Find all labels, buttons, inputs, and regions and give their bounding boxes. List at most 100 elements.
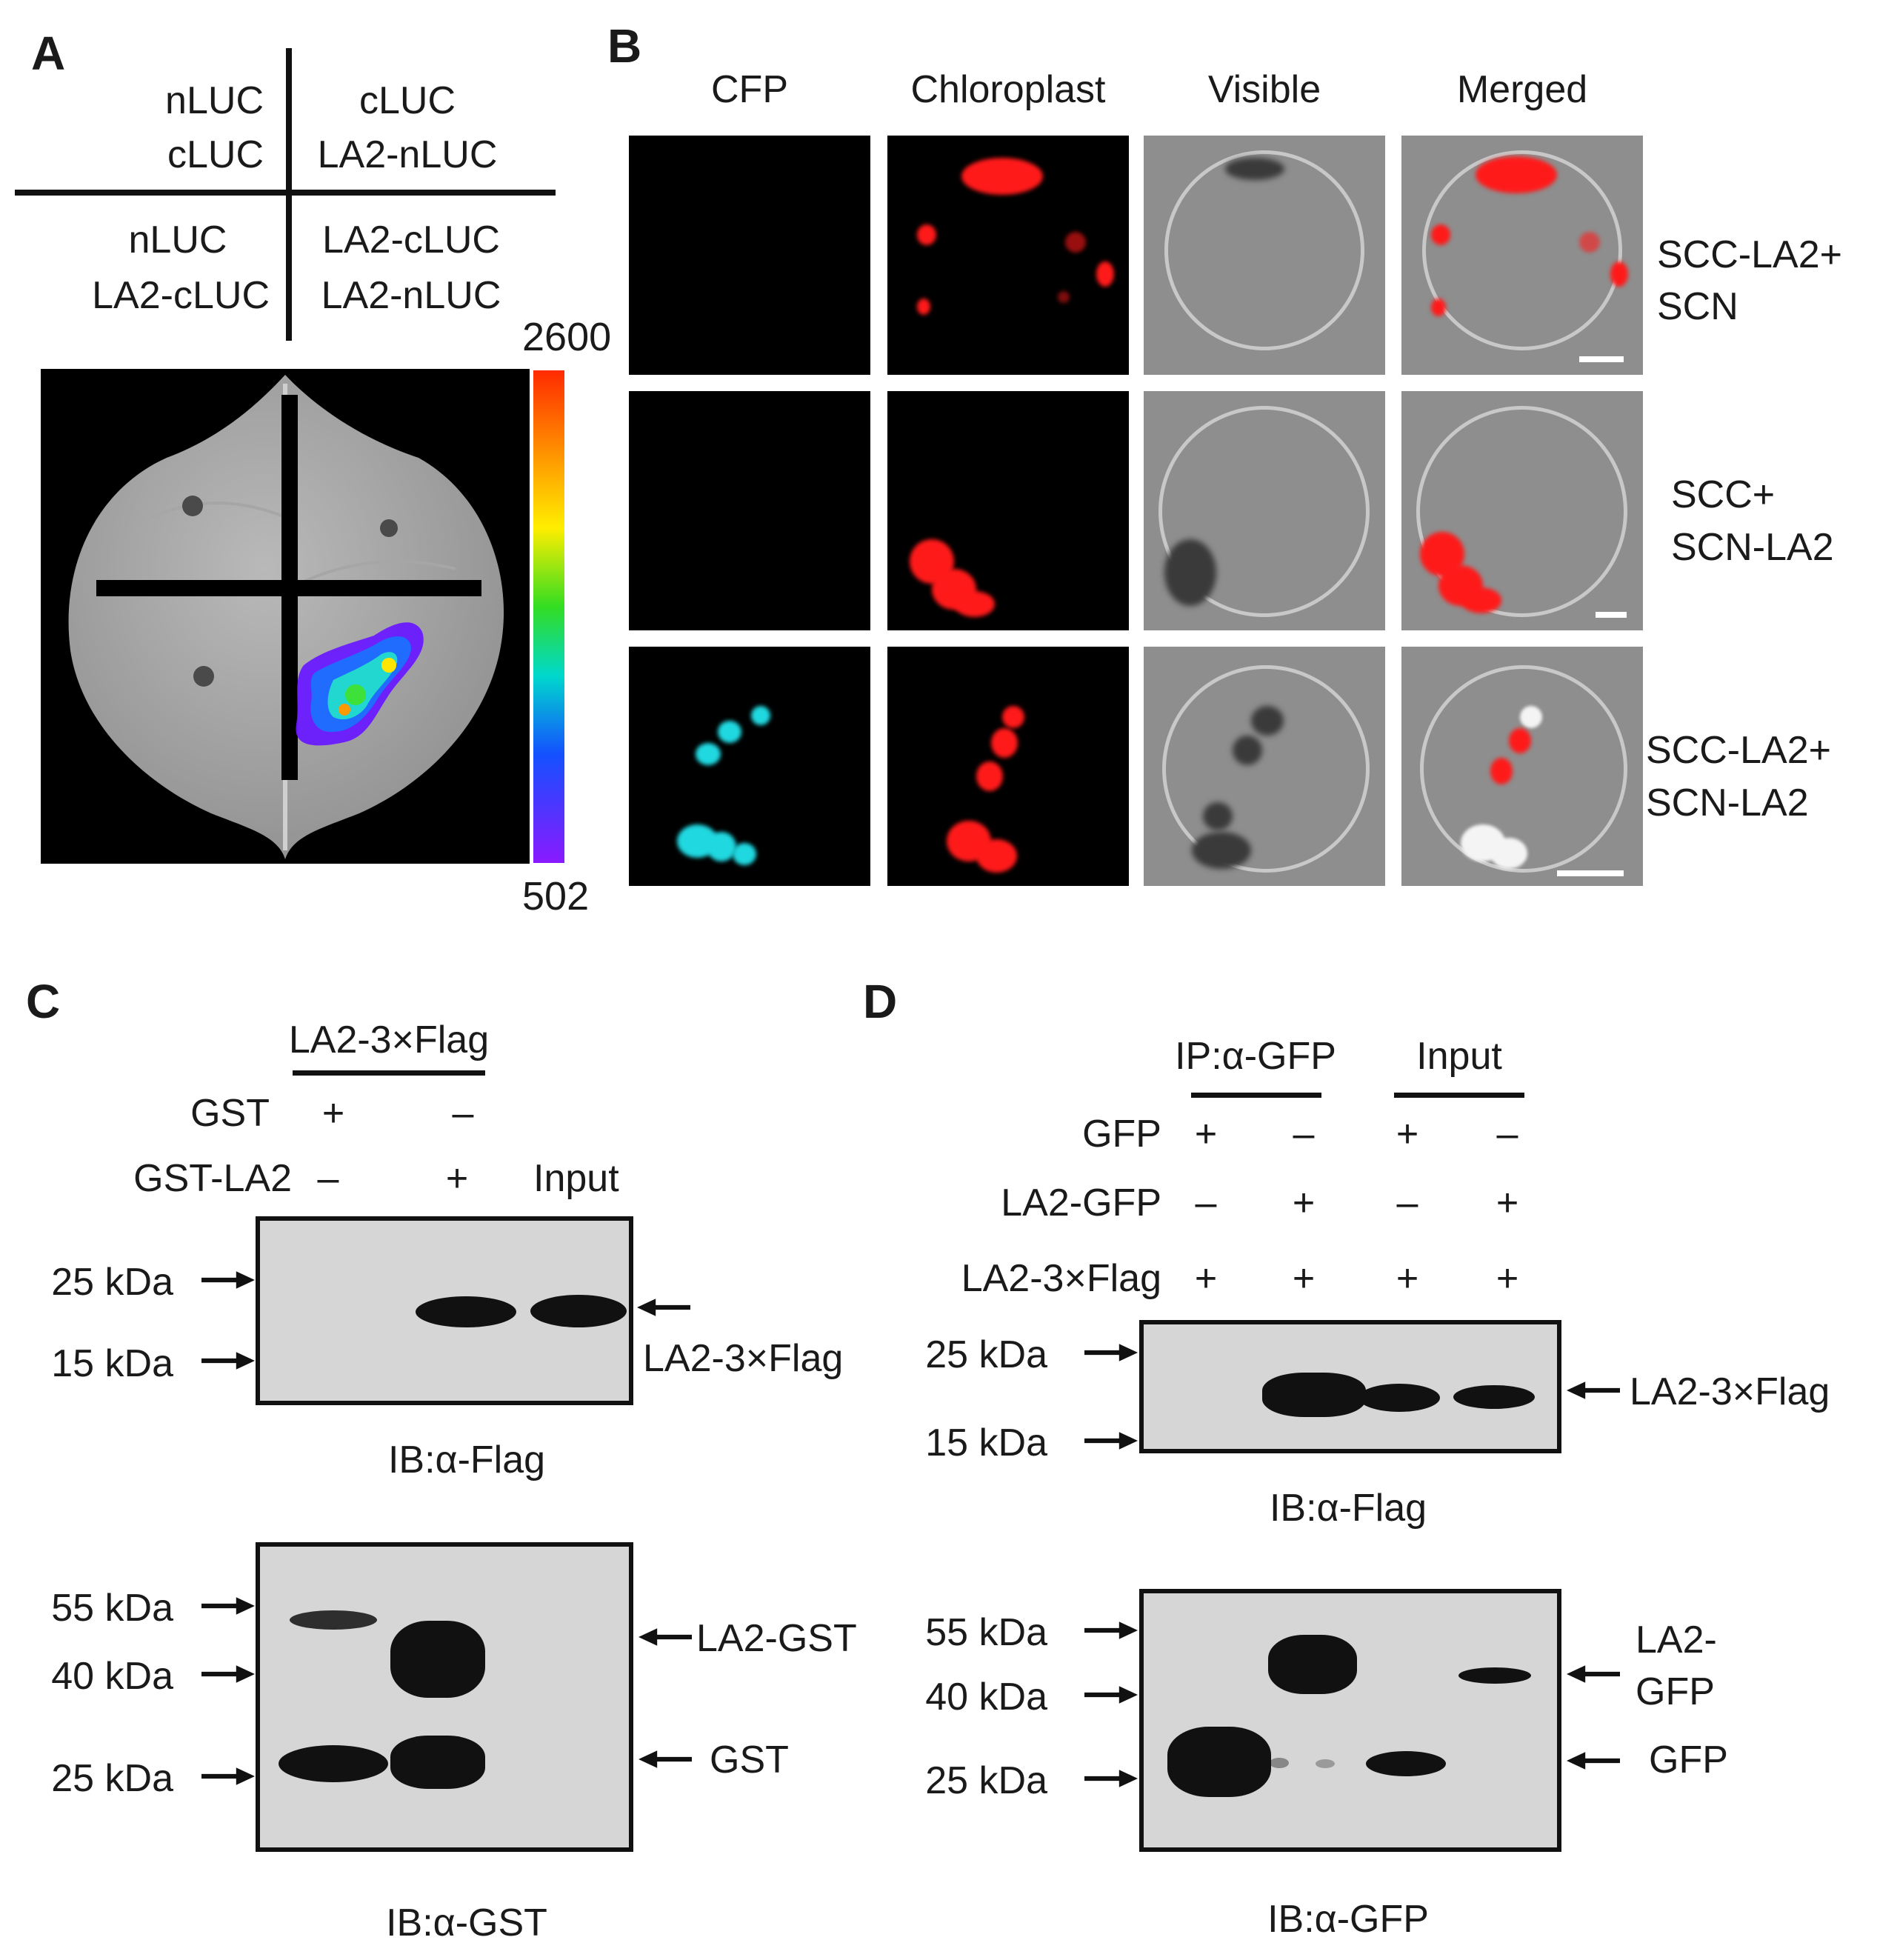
d-blot2-marker-25: 25 kDa xyxy=(925,1759,1047,1802)
row1-label-line1: SCC-LA2+ xyxy=(1657,233,1842,276)
c-blot1-ib-label: IB:α-Flag xyxy=(387,1439,546,1481)
d-blot2-band-label-la2: LA2- xyxy=(1636,1619,1717,1661)
c-blot2-band-label-gst: GST xyxy=(710,1739,789,1781)
grid-horizontal-line xyxy=(15,190,556,196)
grid-tr-line2: LA2-nLUC xyxy=(317,133,498,176)
panel-d-label: D xyxy=(863,975,898,1028)
c-blot2-marker-25: 25 kDa xyxy=(51,1757,173,1800)
row1-label-line2: SCN xyxy=(1657,285,1738,328)
d-blot-flag xyxy=(1139,1320,1561,1453)
d-cond3-lane4: + xyxy=(1496,1257,1519,1300)
d-blot1-band-label: LA2-3×Flag xyxy=(1630,1370,1830,1413)
micrograph-r1-visible xyxy=(1144,136,1385,375)
col-header-visible: Visible xyxy=(1207,68,1321,111)
col-header-merged: Merged xyxy=(1456,68,1588,111)
c-cond1-lane2: – xyxy=(452,1092,474,1135)
arrow-left-icon xyxy=(1567,1750,1620,1772)
d-blot2-ib-label: IB:α-GFP xyxy=(1267,1898,1429,1941)
micrograph-r3-merged xyxy=(1401,647,1643,886)
d-cond3-lane2: + xyxy=(1292,1257,1316,1300)
d-cond2-lane2: + xyxy=(1292,1181,1316,1224)
grid-bl-line2: LA2-cLUC xyxy=(92,274,270,317)
d-blot2-marker-55: 55 kDa xyxy=(925,1611,1047,1654)
c-cond2-lane1: – xyxy=(317,1157,339,1200)
c-blot2-marker-40: 40 kDa xyxy=(51,1655,173,1698)
scale-bar xyxy=(1596,612,1627,618)
arrow-right-icon xyxy=(1084,1430,1138,1452)
micrograph-r3-chloroplast xyxy=(887,647,1129,886)
d-cond2-lane3: – xyxy=(1396,1181,1418,1224)
d-blot-gfp xyxy=(1139,1589,1561,1852)
c-blot2-band-label-la2gst: LA2-GST xyxy=(696,1617,857,1660)
d-group-label-ip: IP:α-GFP xyxy=(1175,1035,1336,1078)
d-blot2-band-label-gfp: GFP xyxy=(1649,1739,1728,1781)
micrograph-r2-merged xyxy=(1401,391,1643,630)
scale-bar xyxy=(1579,356,1624,362)
arrow-left-icon xyxy=(1567,1663,1620,1685)
arrow-left-icon xyxy=(1567,1379,1620,1401)
row2-label-line2: SCN-LA2 xyxy=(1671,526,1834,569)
grid-br-line2: LA2-nLUC xyxy=(321,274,501,317)
c-blot-flag xyxy=(256,1216,633,1405)
micrograph-r2-visible xyxy=(1144,391,1385,630)
c-group-underline xyxy=(293,1070,485,1076)
scale-bar xyxy=(1557,870,1624,876)
panel-a-label: A xyxy=(31,27,66,80)
c-cond2-name: GST-LA2 xyxy=(133,1157,292,1200)
arrow-right-icon xyxy=(1084,1619,1138,1641)
d-blot1-marker-25: 25 kDa xyxy=(925,1333,1047,1376)
c-blot1-marker-25: 25 kDa xyxy=(51,1261,173,1304)
row3-label-line2: SCN-LA2 xyxy=(1646,781,1809,824)
arrow-right-icon xyxy=(201,1350,255,1372)
d-blot2-marker-40: 40 kDa xyxy=(925,1676,1047,1719)
d-cond1-lane4: – xyxy=(1496,1113,1518,1156)
c-blot2-marker-55: 55 kDa xyxy=(51,1587,173,1630)
d-cond1-lane2: – xyxy=(1293,1113,1315,1156)
d-cond3-name: LA2-3×Flag xyxy=(961,1257,1161,1300)
d-input-underline xyxy=(1394,1093,1524,1098)
colorbar-max-label: 2600 xyxy=(522,315,612,359)
micrograph-r1-cfp xyxy=(629,136,870,375)
d-blot2-band-label-gfp-suffix: GFP xyxy=(1636,1670,1715,1713)
panel-c-label: C xyxy=(26,975,61,1028)
d-cond1-name: GFP xyxy=(1082,1113,1161,1156)
d-group-label-input: Input xyxy=(1416,1035,1502,1078)
grid-br-line1: LA2-cLUC xyxy=(322,219,500,261)
arrow-left-icon xyxy=(637,1296,690,1319)
arrow-left-icon xyxy=(639,1748,692,1770)
micrograph-r2-cfp xyxy=(629,391,870,630)
arrow-right-icon xyxy=(1084,1341,1138,1364)
col-header-cfp: CFP xyxy=(711,68,788,111)
c-cond2-lane2: + xyxy=(445,1157,469,1200)
d-cond3-lane3: + xyxy=(1396,1257,1419,1300)
d-ip-underline xyxy=(1191,1093,1321,1098)
c-blot1-band-label: LA2-3×Flag xyxy=(643,1337,844,1380)
d-cond2-name: LA2-GFP xyxy=(1001,1181,1161,1224)
grid-tr-line1: cLUC xyxy=(359,79,456,122)
arrow-right-icon xyxy=(201,1269,255,1291)
c-cond1-name: GST xyxy=(190,1092,270,1135)
d-blot1-marker-15: 15 kDa xyxy=(925,1421,1047,1464)
micrograph-r1-merged xyxy=(1401,136,1643,375)
c-blot1-marker-15: 15 kDa xyxy=(51,1342,173,1385)
panel-b-label: B xyxy=(607,19,642,73)
grid-bl-line1: nLUC xyxy=(128,219,227,261)
c-input-label: Input xyxy=(533,1157,619,1200)
d-cond1-lane1: + xyxy=(1194,1113,1218,1156)
c-blot2-ib-label: IB:α-GST xyxy=(386,1901,547,1944)
arrow-right-icon xyxy=(201,1595,255,1617)
grid-tl-line2: cLUC xyxy=(167,133,264,176)
d-cond2-lane4: + xyxy=(1496,1181,1519,1224)
luminescence-colorbar xyxy=(533,370,564,863)
d-cond1-lane3: + xyxy=(1396,1113,1419,1156)
micrograph-r3-cfp xyxy=(629,647,870,886)
micrograph-r3-visible xyxy=(1144,647,1385,886)
grid-vertical-line xyxy=(286,48,292,341)
arrow-right-icon xyxy=(201,1663,255,1685)
arrow-right-icon xyxy=(1084,1767,1138,1790)
arrow-right-icon xyxy=(1084,1684,1138,1706)
colorbar-min-label: 502 xyxy=(522,874,590,919)
c-group-label: LA2-3×Flag xyxy=(288,1019,490,1061)
d-cond3-lane1: + xyxy=(1194,1257,1218,1300)
d-blot1-ib-label: IB:α-Flag xyxy=(1269,1487,1427,1530)
